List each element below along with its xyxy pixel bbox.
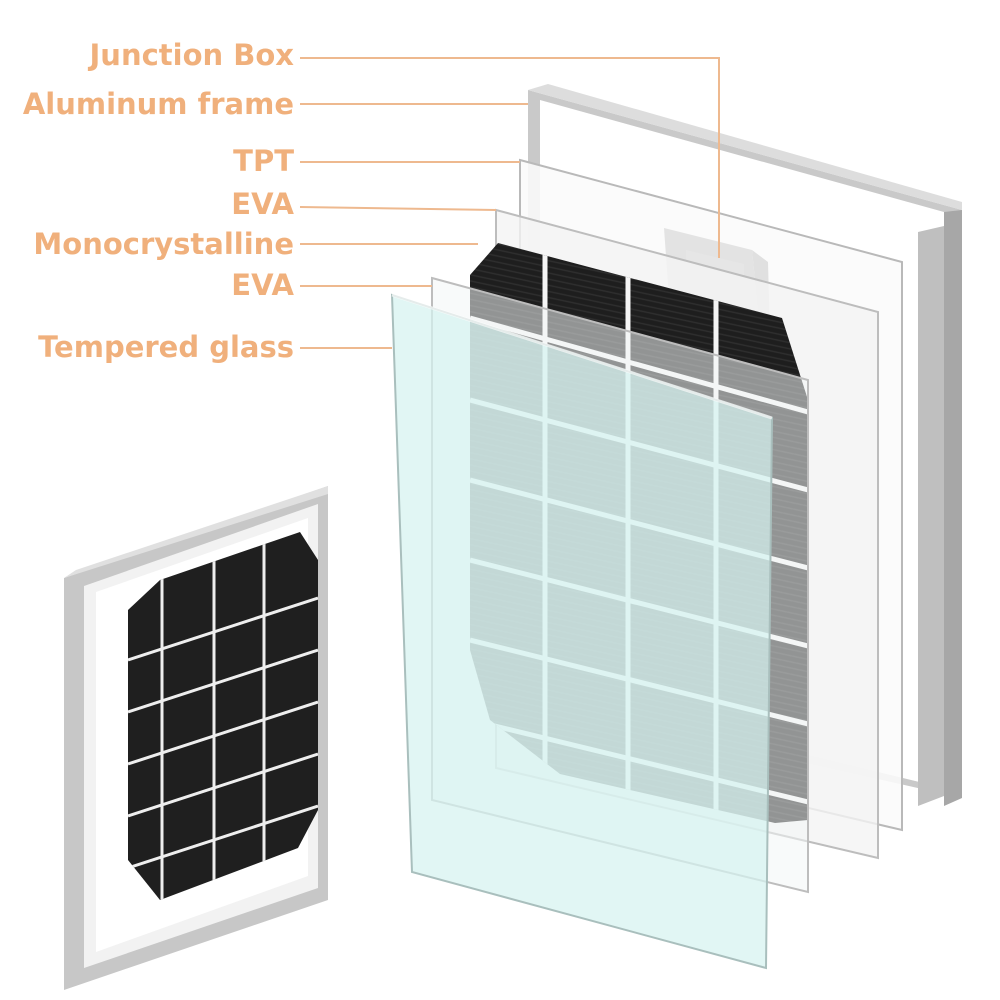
assembled-solar-panel (64, 486, 328, 990)
leader-lines (299, 57, 720, 349)
tempered-glass-sheet (390, 293, 774, 970)
label-tpt: TPT (233, 144, 294, 178)
label-junction-box: Junction Box (89, 38, 294, 72)
leader-junction-box (300, 57, 720, 258)
label-aluminum-frame: Aluminum frame (22, 87, 294, 121)
label-tempered-glass: Tempered glass (38, 330, 294, 364)
label-eva-back: EVA (231, 187, 294, 221)
label-monocrystalline: Monocrystalline (33, 227, 294, 261)
leader-eva-back (299, 206, 497, 211)
label-eva-front: EVA (231, 268, 294, 302)
